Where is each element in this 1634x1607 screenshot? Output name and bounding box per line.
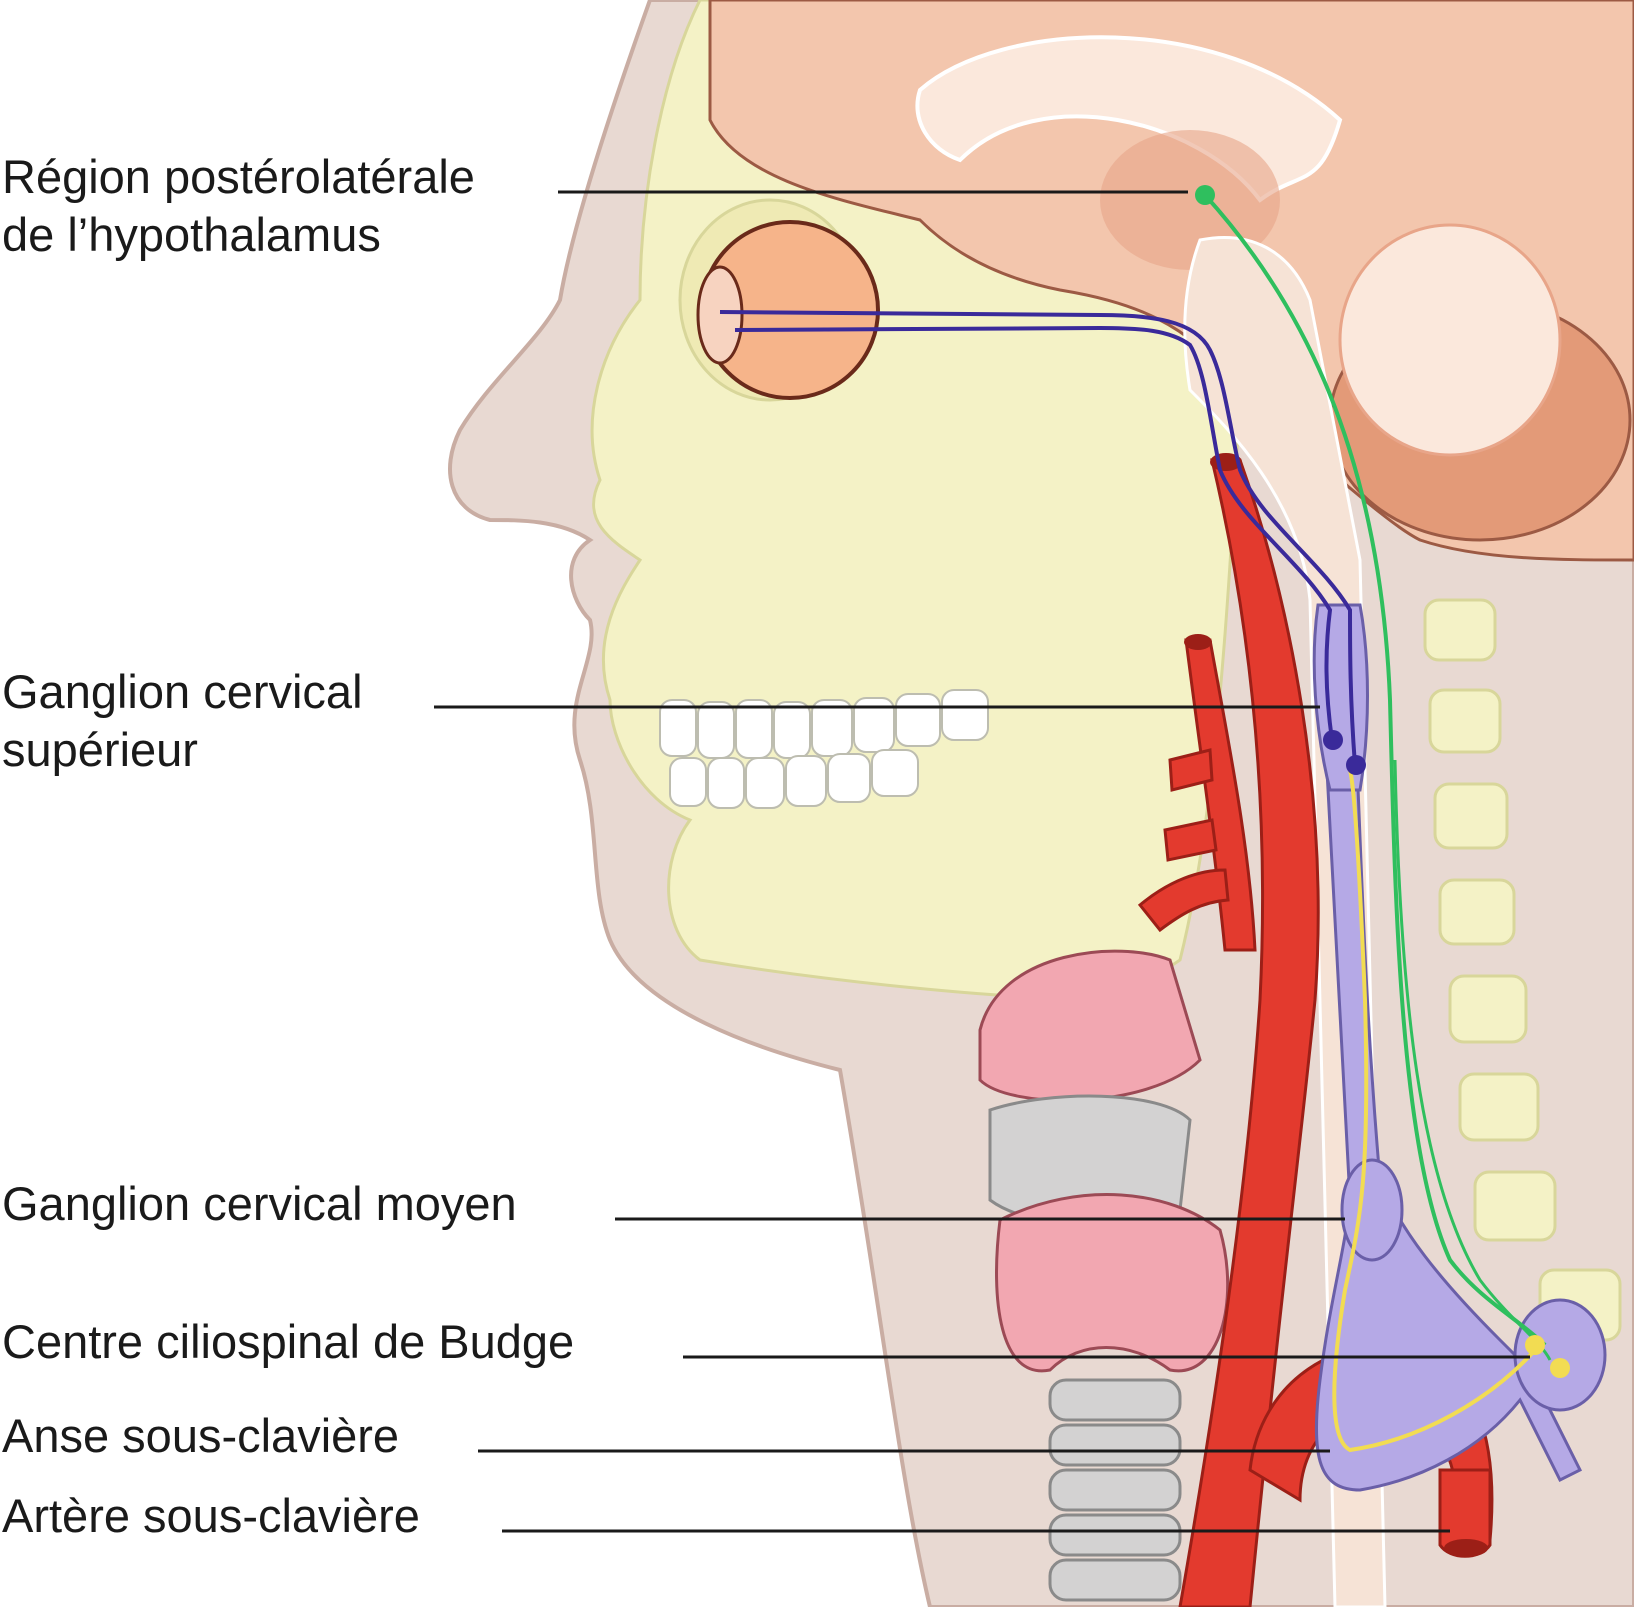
third-order-neuron [719,310,1357,766]
label-hypothalamus-line1: Région postérolatérale [2,150,475,203]
label-hypothalamus: Région postérolatérale de l’hypothalamus [2,148,475,264]
budge-center-neuron [1525,1335,1545,1355]
label-hypothalamus-line2: de l’hypothalamus [2,208,381,261]
subclavian-lumen [1444,1539,1488,1557]
superior-ganglion-neuron-2 [1346,755,1366,775]
label-superior-ganglion-line2: supérieur [2,723,198,776]
cornea [696,265,744,365]
trachea [1048,1378,1182,1602]
brainstem [1183,236,1387,1607]
budge-center-neuron-2 [1550,1358,1570,1378]
label-middle-ganglion-line1: Ganglion cervical moyen [2,1177,517,1230]
external-carotid-lumen [1184,634,1212,650]
sympathetic-chain [1314,638,1583,1492]
label-middle-ganglion: Ganglion cervical moyen [2,1175,517,1233]
second-order-neuron [1332,769,1537,1453]
thyroid-gland [995,1193,1230,1373]
thalamus [1100,130,1280,270]
stellate-ganglion [1513,1298,1607,1412]
label-budge: Centre ciliospinal de Budge [2,1313,574,1371]
label-ansa-line1: Anse sous-clavière [2,1409,400,1462]
cerebellum-inner [1338,223,1562,457]
superior-ganglion-neuron [1323,730,1343,750]
internal-carotid-artery [1178,458,1320,1607]
carotid-branches [1137,748,1230,933]
label-ansa: Anse sous-clavière [2,1407,399,1465]
external-carotid-artery [1184,638,1257,952]
first-order-neuron-branch [1393,759,1552,1361]
middle-cervical-ganglion [1340,1158,1404,1262]
hypothalamus-neuron-body [1195,185,1215,205]
teeth [659,689,989,809]
label-subclavian: Artère sous-clavière [2,1487,420,1545]
label-superior-ganglion: Ganglion cervical supérieur [2,663,363,779]
label-budge-line1: Centre ciliospinal de Budge [2,1315,575,1368]
label-superior-ganglion-line1: Ganglion cervical [2,665,363,718]
first-order-neuron [1203,193,1547,1347]
vertebrae [1423,598,1622,1342]
third-order-neuron-2 [734,325,1334,741]
thyroid-cartilage [978,949,1202,1102]
label-subclavian-line1: Artère sous-clavière [2,1489,420,1542]
